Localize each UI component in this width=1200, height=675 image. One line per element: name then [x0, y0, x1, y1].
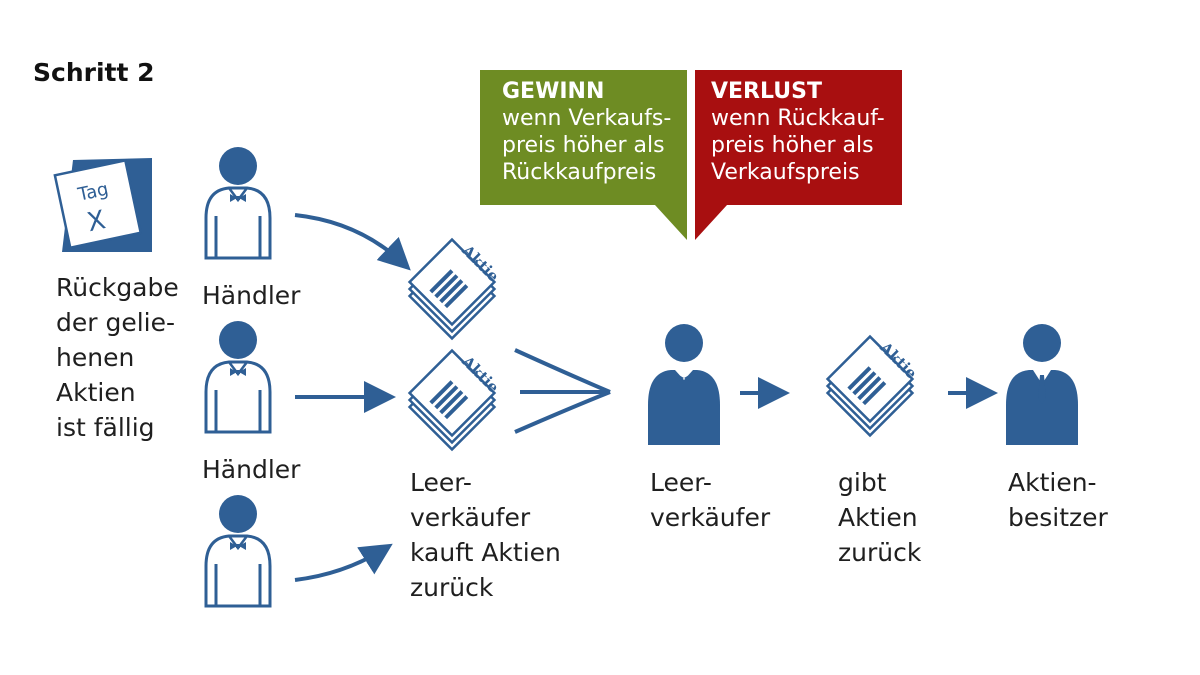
rueckgabe-label: Rückgabe der gelie- henen Aktien ist fäl… [56, 273, 179, 442]
verlust-text: wenn Rückkauf- preis höher als Verkaufsp… [711, 106, 885, 185]
verlust-callout: VERLUST wenn Rückkauf- preis höher als V… [695, 70, 902, 205]
haendler-2-label: Händler [202, 455, 301, 484]
arrow-trader-3 [294, 543, 393, 582]
leerverkaeufer-kauft-label: Leer- verkäufer kauft Aktien zurück [410, 468, 561, 602]
leerverkaeufer-icon [648, 324, 720, 445]
verlust-heading: VERLUST [711, 79, 822, 104]
haendler-1-icon [204, 145, 272, 260]
arrow-trader-1 [294, 213, 411, 271]
gibt-aktien-label: gibt Aktien zurück [838, 468, 922, 567]
haendler-1-label: Händler [202, 281, 301, 310]
haendler-3-icon [204, 493, 272, 608]
verlust-callout-tail [695, 205, 727, 240]
gewinn-callout: GEWINN wenn Verkaufs- preis höher als Rü… [480, 70, 687, 205]
aktienbesitzer-label: Aktien- besitzer [1008, 468, 1108, 532]
gewinn-text: wenn Verkaufs- preis höher als Rückkaufp… [502, 106, 672, 185]
gewinn-callout-tail [655, 205, 687, 240]
gewinn-heading: GEWINN [502, 79, 605, 104]
calendar-x-text: X [85, 205, 109, 238]
aktienbesitzer-icon [1006, 324, 1078, 445]
calendar-icon: Tag X [53, 158, 152, 252]
leerverkaeufer-label: Leer- verkäufer [650, 468, 771, 532]
converging-lines [514, 348, 611, 434]
haendler-2-icon [204, 319, 272, 434]
step-title: Schritt 2 [33, 58, 155, 87]
